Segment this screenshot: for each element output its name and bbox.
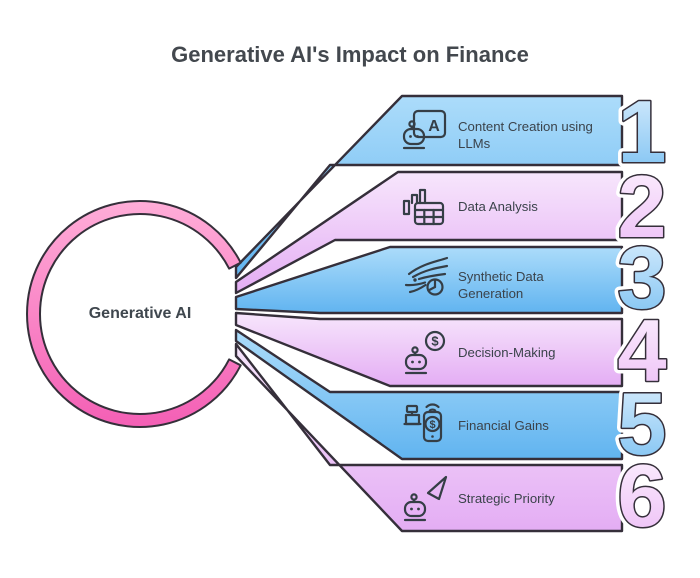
step-number-6: 6 (618, 446, 667, 545)
row-shape-5 (234, 328, 624, 461)
row-label-1: Content Creation using LLMs (458, 119, 597, 151)
step-number-outline: 3 (618, 228, 667, 327)
row-shape-3 (234, 245, 624, 315)
page-title: Generative AI's Impact on Finance (171, 42, 529, 67)
step-number-outline: 4 (618, 301, 667, 400)
step-number-outline: 2 (618, 157, 667, 256)
robot-dollar-icon: $ (404, 330, 446, 375)
step-number-2: 2 (618, 157, 667, 256)
row-label-2: Data Analysis (458, 199, 538, 214)
step-number-4: 4 (618, 301, 667, 400)
data-flow-pie-icon (404, 256, 449, 296)
generative-ai-ring (26, 200, 242, 428)
row-label-6: Strategic Priority (458, 491, 555, 506)
register-phone-icon: $ (403, 403, 443, 443)
row-label-5: Financial Gains (458, 418, 549, 433)
dollar-glyph: $ (429, 419, 435, 431)
bar-chart-table-icon (402, 188, 445, 226)
step-numbers: 1 1 2 2 3 3 4 4 5 5 6 6 (613, 77, 672, 550)
step-number-outline: 1 (618, 82, 667, 181)
row-shape-2 (234, 170, 624, 295)
step-number-outline: 5 (618, 374, 667, 473)
row-shape-4 (234, 311, 624, 388)
row-label-4: Decision-Making (458, 345, 555, 360)
center-label: Generative AI (89, 305, 192, 322)
row-label-3: Synthetic Data Generation (458, 269, 547, 301)
row-label-line: Generation (458, 286, 523, 301)
step-number-outline: 6 (618, 446, 667, 545)
dollar-glyph: $ (431, 334, 439, 349)
step-number-3: 3 (618, 228, 667, 327)
step-number-1: 1 (618, 82, 667, 181)
row-label-line: Content Creation using (458, 119, 593, 134)
step-number-5: 5 (618, 374, 667, 473)
row-label-line: Decision-Making (458, 345, 555, 360)
row-label-line: Data Analysis (458, 199, 538, 214)
row-label-line: Synthetic Data (458, 269, 544, 284)
row-shape-1 (234, 94, 624, 280)
chat-letter-glyph: A (428, 118, 440, 135)
row-label-line: Financial Gains (458, 418, 549, 433)
row-label-line: LLMs (458, 136, 491, 151)
robot-chat-icon: A (402, 109, 447, 150)
robot-cursor-icon (403, 475, 448, 522)
row-shape-6 (234, 342, 624, 533)
row-label-line: Strategic Priority (458, 491, 555, 506)
